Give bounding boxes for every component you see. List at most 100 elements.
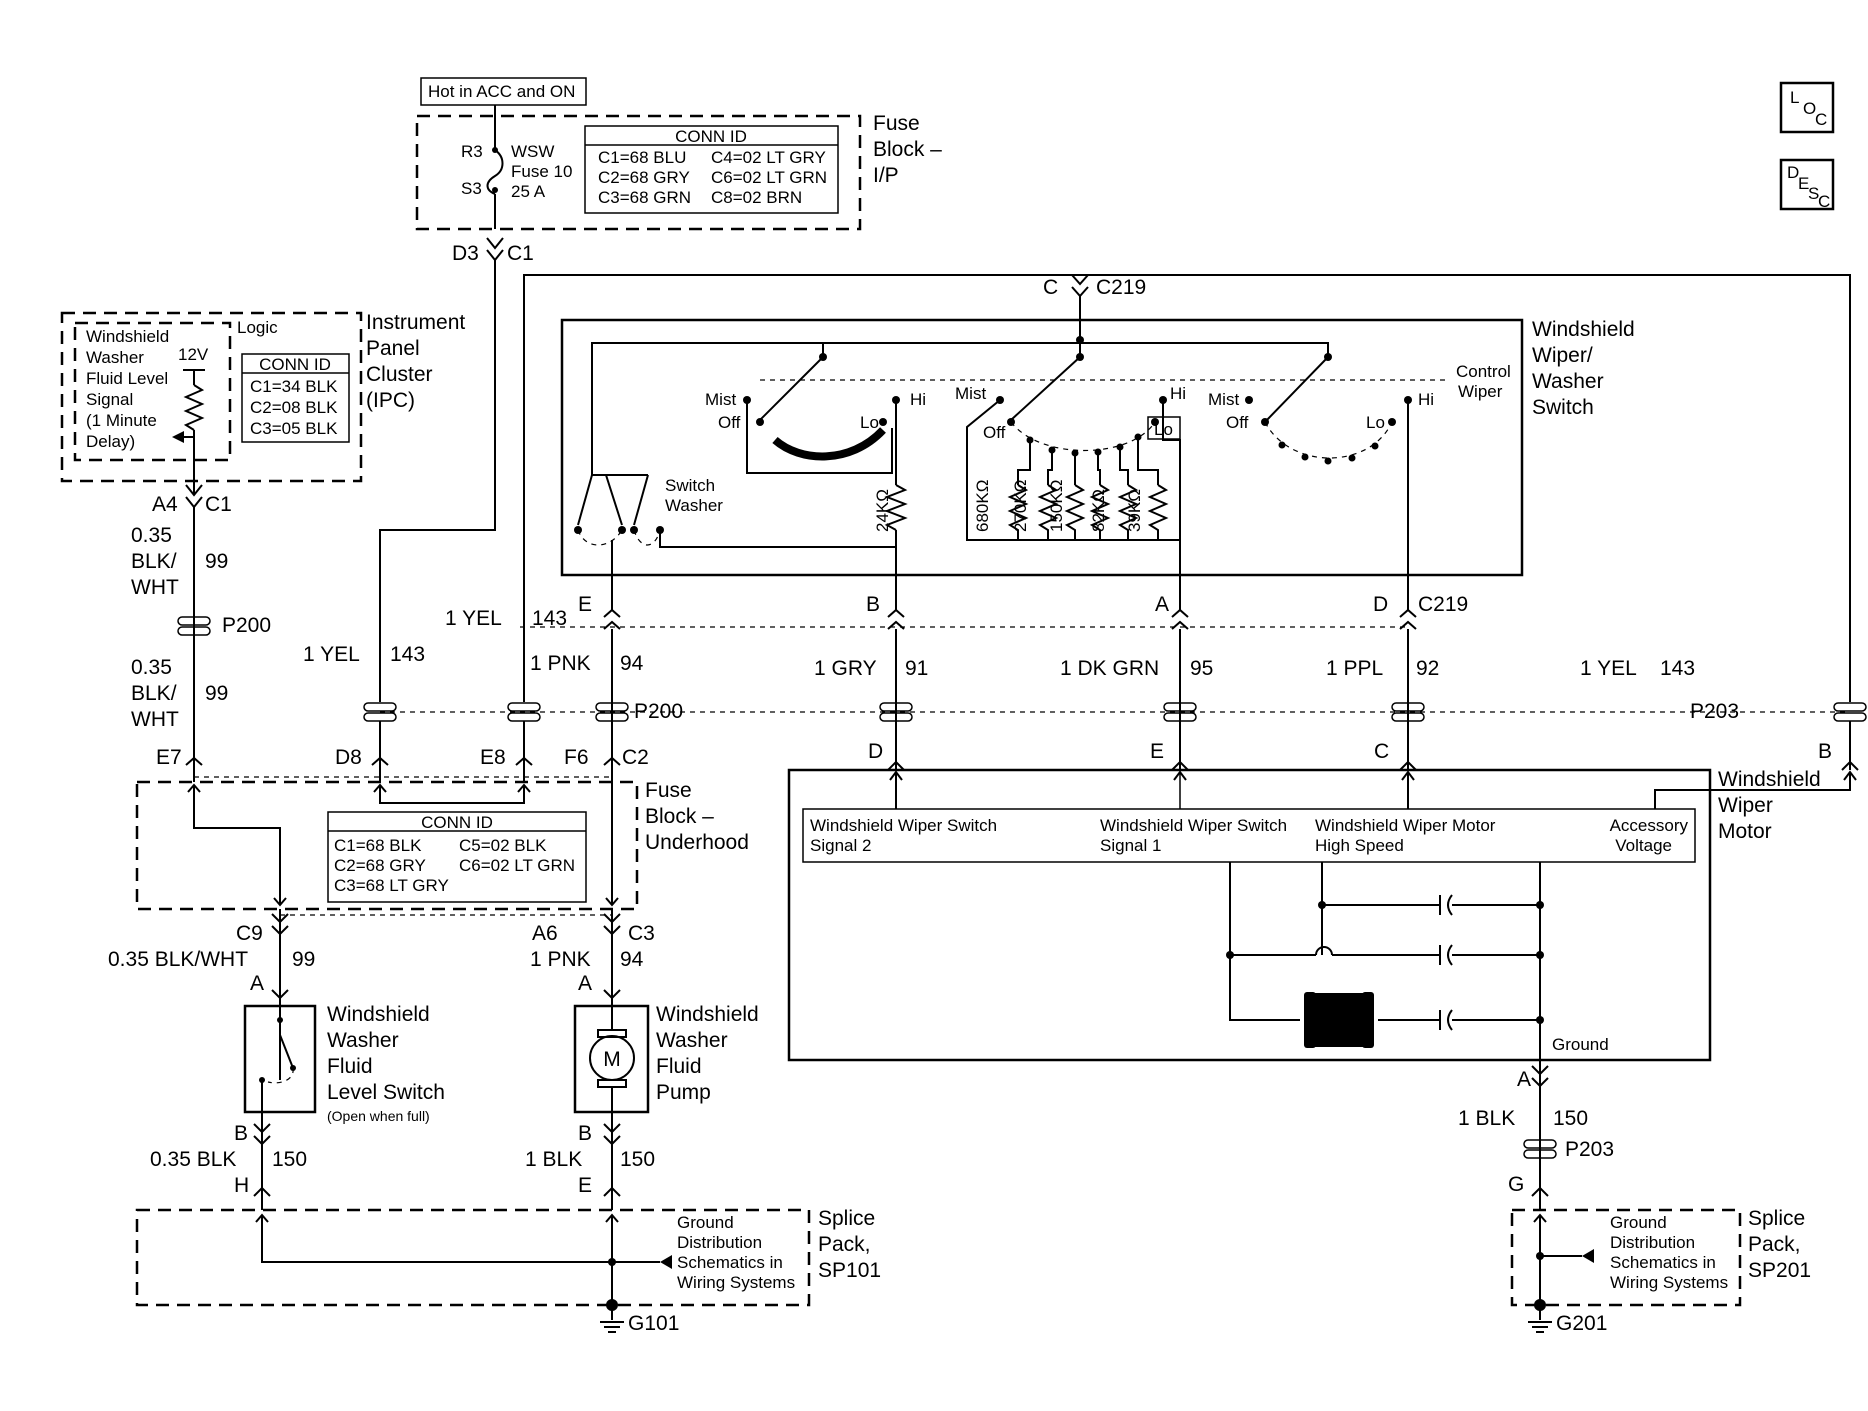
svg-text:1 YEL: 1 YEL xyxy=(303,643,360,666)
svg-text:Fluid Level: Fluid Level xyxy=(86,369,168,388)
svg-text:G101: G101 xyxy=(628,1312,679,1335)
splice-pack-sp201: Ground Distribution Schematics in Wiring… xyxy=(1510,1207,1811,1320)
svg-text:Windshield Wiper Switch: Windshield Wiper Switch xyxy=(1100,816,1287,835)
svg-text:150: 150 xyxy=(1553,1107,1588,1130)
svg-text:C3: C3 xyxy=(628,922,655,945)
svg-text:C1: C1 xyxy=(507,242,534,265)
svg-text:E8: E8 xyxy=(480,746,506,769)
conn-id-table-ipc: CONN ID C1=34 BLK C2=08 BLK C3=05 BLK xyxy=(241,353,350,443)
svg-text:1 GRY: 1 GRY xyxy=(814,657,877,680)
motor-connector: D E C B xyxy=(868,740,1859,771)
svg-text:CONN ID: CONN ID xyxy=(259,355,331,374)
svg-text:Switch: Switch xyxy=(1532,396,1594,419)
svg-text:C2=08 BLK: C2=08 BLK xyxy=(250,398,338,417)
svg-text:C: C xyxy=(1374,740,1389,763)
svg-text:E7: E7 xyxy=(156,746,182,769)
svg-text:M: M xyxy=(1330,1010,1348,1033)
svg-text:C1=68 BLU: C1=68 BLU xyxy=(598,148,686,167)
desc-icon[interactable]: D E S C xyxy=(1779,158,1835,211)
svg-text:BLK/: BLK/ xyxy=(131,550,177,573)
svg-text:C5=02 BLK: C5=02 BLK xyxy=(459,836,547,855)
svg-text:0.35 BLK: 0.35 BLK xyxy=(150,1148,236,1171)
svg-text:Logic: Logic xyxy=(237,318,278,337)
svg-text:270KΩ: 270KΩ xyxy=(1011,480,1030,532)
svg-text:99: 99 xyxy=(205,682,228,705)
svg-text:A4: A4 xyxy=(152,493,178,516)
svg-text:Signal 1: Signal 1 xyxy=(1100,836,1161,855)
svg-text:Voltage: Voltage xyxy=(1615,836,1672,855)
svg-text:Mist: Mist xyxy=(705,390,736,409)
windshield-wiper-motor: Windshield Wiper Motor Windshield Wiper … xyxy=(787,768,1857,1080)
svg-text:R3: R3 xyxy=(461,142,483,161)
svg-text:E: E xyxy=(578,593,592,616)
svg-text:Windshield: Windshield xyxy=(1718,768,1821,791)
washer-fluid-pump: M Windshield Washer Fluid Pump xyxy=(573,1000,759,1114)
wiper-washer-switch: Windshield Wiper/ Washer Switch Mist Off… xyxy=(560,318,1635,610)
svg-text:Mist: Mist xyxy=(1208,390,1239,409)
svg-text:BLK/: BLK/ xyxy=(131,682,177,705)
svg-text:S: S xyxy=(1808,184,1819,203)
svg-text:95: 95 xyxy=(1190,657,1213,680)
svg-text:82KΩ: 82KΩ xyxy=(1089,489,1108,532)
svg-text:Windshield: Windshield xyxy=(86,327,169,346)
svg-text:Underhood: Underhood xyxy=(645,831,749,854)
svg-text:Fuse: Fuse xyxy=(873,112,920,135)
svg-text:Schematics in: Schematics in xyxy=(1610,1253,1716,1272)
loc-icon[interactable]: L O C xyxy=(1779,81,1835,134)
svg-text:1 YEL: 1 YEL xyxy=(445,607,502,630)
svg-text:150KΩ: 150KΩ xyxy=(1047,480,1066,532)
svg-text:Instrument: Instrument xyxy=(366,311,465,334)
svg-text:Splice: Splice xyxy=(818,1207,875,1230)
svg-text:C4=02 LT GRY: C4=02 LT GRY xyxy=(711,148,826,167)
svg-text:Motor: Motor xyxy=(1718,820,1772,843)
svg-text:Fluid: Fluid xyxy=(327,1055,373,1078)
svg-text:D: D xyxy=(1373,593,1388,616)
svg-text:Pump: Pump xyxy=(656,1081,711,1104)
svg-text:P203: P203 xyxy=(1690,700,1739,723)
svg-text:Windshield Wiper Motor: Windshield Wiper Motor xyxy=(1315,816,1496,835)
svg-text:C1=34 BLK: C1=34 BLK xyxy=(250,377,338,396)
svg-text:12V: 12V xyxy=(178,345,209,364)
svg-text:Signal 2: Signal 2 xyxy=(810,836,871,855)
conn-id-table-underhood: CONN ID C1=68 BLK C5=02 BLK C2=68 GRY C6… xyxy=(327,811,587,903)
svg-text:Lo: Lo xyxy=(1366,413,1385,432)
svg-text:143: 143 xyxy=(390,643,425,666)
svg-text:P200: P200 xyxy=(634,700,683,723)
svg-text:O: O xyxy=(1803,99,1816,118)
svg-text:(IPC): (IPC) xyxy=(366,389,415,412)
svg-text:Fluid: Fluid xyxy=(656,1055,702,1078)
svg-text:Panel: Panel xyxy=(366,337,420,360)
svg-text:L: L xyxy=(1790,88,1799,107)
svg-text:M: M xyxy=(603,1048,621,1071)
svg-text:Washer: Washer xyxy=(86,348,144,367)
svg-text:A6: A6 xyxy=(532,922,558,945)
svg-text:C: C xyxy=(1043,276,1058,299)
svg-text:25 A: 25 A xyxy=(511,182,546,201)
svg-text:Washer: Washer xyxy=(327,1029,399,1052)
svg-text:A: A xyxy=(578,972,592,995)
wire-yel-143-loop xyxy=(523,274,1851,702)
svg-text:Off: Off xyxy=(983,423,1006,442)
svg-text:C1=68 BLK: C1=68 BLK xyxy=(334,836,422,855)
svg-text:B: B xyxy=(1818,740,1832,763)
svg-text:94: 94 xyxy=(620,652,644,675)
svg-text:C2=68 GRY: C2=68 GRY xyxy=(598,168,690,187)
svg-text:91: 91 xyxy=(905,657,928,680)
svg-text:S3: S3 xyxy=(461,179,482,198)
svg-text:Washer: Washer xyxy=(656,1029,728,1052)
svg-text:Off: Off xyxy=(718,413,741,432)
svg-text:WHT: WHT xyxy=(131,576,179,599)
ground-g101: G101 xyxy=(600,1299,679,1335)
svg-text:C3=05 BLK: C3=05 BLK xyxy=(250,419,338,438)
svg-text:Windshield Wiper Switch: Windshield Wiper Switch xyxy=(810,816,997,835)
svg-text:Hi: Hi xyxy=(910,390,926,409)
svg-text:Hi: Hi xyxy=(1170,384,1186,403)
svg-text:1 BLK: 1 BLK xyxy=(525,1148,582,1171)
svg-text:A: A xyxy=(1517,1068,1531,1091)
svg-text:Washer: Washer xyxy=(665,496,723,515)
svg-text:C6=02 LT GRN: C6=02 LT GRN xyxy=(711,168,827,187)
svg-text:C3=68 GRN: C3=68 GRN xyxy=(598,188,691,207)
svg-text:Mist: Mist xyxy=(955,384,986,403)
svg-text:E: E xyxy=(1150,740,1164,763)
